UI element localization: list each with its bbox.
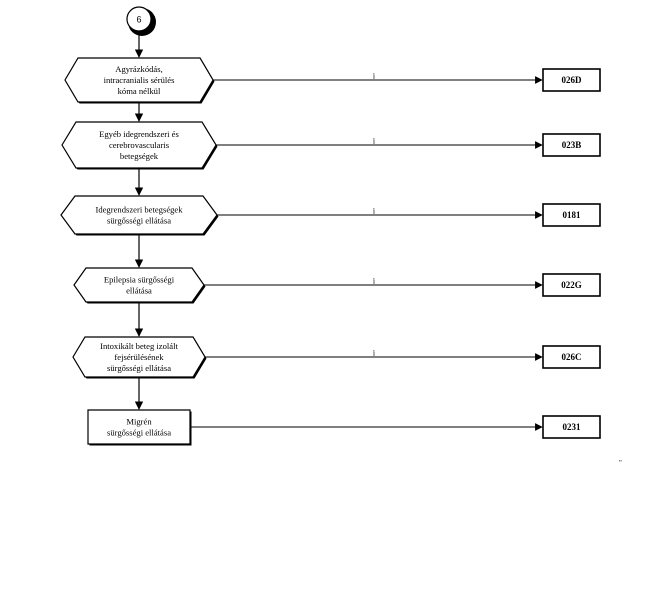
node-shape-3 [60, 195, 218, 235]
targets-layer: 026D 023B 0181 022G 026C 0231 [542, 68, 601, 439]
node-4-line-1: Epilepsia sürgősségi [104, 275, 175, 285]
target-code-3: 0181 [563, 210, 582, 220]
target-code-2: 023B [562, 140, 582, 150]
node-3-line-2: sürgősségi ellátása [107, 216, 171, 226]
node-5-line-1: Intoxikált beteg izolált [100, 341, 178, 351]
node-1-line-1: Agyrázkódás, [115, 64, 163, 74]
node-5-line-2: fejsérülésének [114, 352, 164, 362]
node-shape-4 [73, 267, 205, 303]
target-box-6 [542, 415, 601, 439]
target-code-6: 0231 [563, 422, 582, 432]
edge-label-2: i [373, 137, 376, 146]
node-shape-2 [61, 121, 217, 169]
node-2-line-3: betegségek [120, 151, 159, 161]
node-6-line-1: Migrén [126, 417, 152, 427]
target-box-5 [542, 345, 601, 369]
target-box-1 [542, 68, 601, 92]
target-code-1: 026D [562, 75, 583, 85]
connector-6: 6 [126, 6, 156, 36]
node-4-line-2: ellátása [126, 286, 152, 296]
node-3-line-1: Idegrendszeri betegségek [95, 205, 183, 215]
edge-label-4: i [373, 277, 376, 286]
edge-label-1: i [373, 72, 376, 81]
node-shape-5 [72, 336, 206, 378]
connector-label: 6 [136, 15, 141, 25]
target-code-4: 022G [561, 280, 582, 290]
edges-layer: i i i i i [134, 31, 543, 431]
stray-mark: " [619, 459, 622, 467]
node-2-line-1: Egyéb idegrendszeri és [99, 129, 179, 139]
target-box-2 [542, 133, 601, 157]
node-6-line-2: sürgősségi ellátása [107, 428, 171, 438]
node-1-line-3: kóma nélkül [118, 86, 161, 96]
target-box-4 [542, 273, 601, 297]
node-2-line-2: cerebrovascularis [109, 140, 170, 150]
target-box-3 [542, 203, 601, 227]
edge-label-5: i [373, 349, 376, 358]
node-shape-6 [87, 409, 191, 445]
target-code-5: 026C [562, 352, 582, 362]
node-5-line-3: sürgősségi ellátása [107, 363, 171, 373]
node-shape-1 [64, 57, 214, 103]
edge-label-3: i [373, 207, 376, 216]
node-1-line-2: intracranialis sérülés [104, 75, 176, 85]
